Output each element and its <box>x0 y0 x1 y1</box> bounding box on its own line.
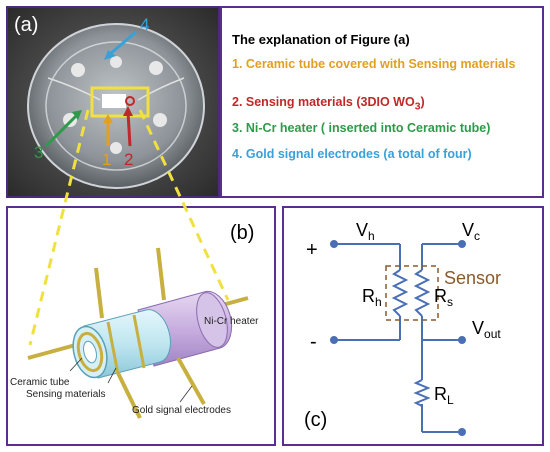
heater-resistor-rh <box>391 269 409 317</box>
photo-number-2: 2 <box>124 150 133 169</box>
terminal-vc <box>458 240 466 248</box>
pin-4 <box>153 113 167 127</box>
pin-1 <box>71 63 85 77</box>
label-sensor: Sensor <box>444 268 501 288</box>
photo-number-3: 3 <box>34 143 43 162</box>
explanation-item-3: 3. Ni-Cr heater ( inserted into Ceramic … <box>232 121 491 135</box>
electrode-front-left <box>116 372 142 419</box>
label-rs: Rs <box>434 286 453 309</box>
label-rl: RL <box>434 384 454 407</box>
pin-2 <box>149 61 163 75</box>
plus-sign: + <box>306 239 318 261</box>
sensor-resistor-rs <box>413 269 431 317</box>
arrow-4 <box>109 30 137 56</box>
electrode-back-left <box>94 267 104 319</box>
photo-number-1: 1 <box>102 150 111 169</box>
panel-c-circuit: + - Vh Vc Vout Rh Rs RL Sensor (c) <box>282 206 544 446</box>
arrow-2 <box>126 111 132 147</box>
circuit-diagram: + - Vh Vc Vout Rh Rs RL Sensor (c) <box>304 220 501 436</box>
label-sensing-materials: Sensing materials <box>26 389 105 400</box>
label-rh: Rh <box>362 286 382 309</box>
explanation-item-1: 1. Ceramic tube covered with Sensing mat… <box>232 57 516 71</box>
panel-c-label: (c) <box>304 409 327 431</box>
terminal-vout <box>458 336 466 344</box>
sensor-dashed-box <box>385 265 439 321</box>
panel-a-photo: 1 2 3 4 (a) <box>6 6 220 198</box>
terminal-ground <box>458 428 466 436</box>
explanation-title: The explanation of Figure (a) <box>232 32 410 47</box>
highlight-box <box>90 86 150 118</box>
minus-sign: - <box>310 331 317 353</box>
label-ceramic-tube: Ceramic tube <box>10 377 70 388</box>
pin-6 <box>110 142 122 154</box>
label-vc: Vc <box>462 220 480 243</box>
load-resistor-rl <box>413 379 431 407</box>
label-vout: Vout <box>472 318 501 341</box>
panel-b-diagram: Ni-Cr heater Ceramic tube Sensing materi… <box>6 206 276 446</box>
terminal-vh-minus <box>330 336 338 344</box>
label-vh: Vh <box>356 220 375 243</box>
ceramic-tube-photo <box>102 94 126 108</box>
terminal-vh-plus <box>330 240 338 248</box>
explanation-item-2: 2. Sensing materials (3DIO WO3) <box>232 95 425 113</box>
label-gold-electrodes: Gold signal electrodes <box>132 405 231 416</box>
explanation-item-4: 4. Gold signal electrodes (a total of fo… <box>232 147 472 161</box>
panel-a-label: (a) <box>14 14 39 36</box>
panel-a-explanation: The explanation of Figure (a) 1. Ceramic… <box>220 6 544 198</box>
pin-5 <box>110 56 122 68</box>
panel-b-label: (b) <box>230 222 255 244</box>
photo-number-4: 4 <box>140 15 149 34</box>
electrode-back-right <box>156 247 166 301</box>
sensor-photo: 1 2 3 4 <box>8 8 218 196</box>
label-nicr-heater: Ni-Cr heater <box>204 316 259 327</box>
electrode-front-right <box>176 357 206 405</box>
sensing-material-marker <box>125 96 135 106</box>
